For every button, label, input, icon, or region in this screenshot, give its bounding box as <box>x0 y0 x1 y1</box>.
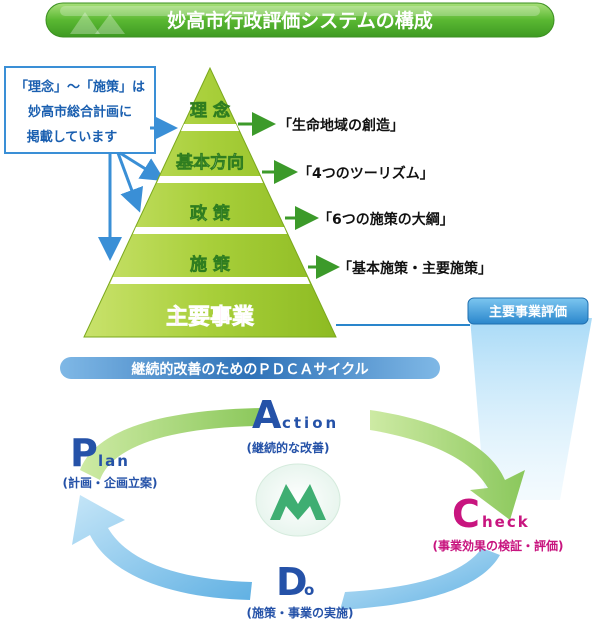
desc-kihon-houkou: 「4つのツーリズム」 <box>298 165 434 182</box>
level-label-kihon-houkou: 基本方向 <box>175 152 244 173</box>
do-word: o <box>304 581 314 599</box>
pdca-banner-text: 継続的改善のためのＰＤＣＡサイクル <box>131 361 368 378</box>
level-label-rinen: 理 念 <box>190 100 230 121</box>
note-line-3: 掲載しています <box>27 129 118 145</box>
level-descriptions: 「生命地域の創造」 「4つのツーリズム」 「6つの施策の大綱」 「基本施策・主要… <box>278 117 492 277</box>
cycle-arrow-top-left <box>80 408 260 480</box>
do-sub: (施策・事業の実施) <box>247 605 354 620</box>
cycle-arrow-bottom-right <box>340 548 500 610</box>
base-label-shuyou-jigyou: 主要事業 <box>166 304 255 330</box>
evaluation-beam <box>470 318 592 500</box>
note-arrows <box>98 116 178 261</box>
title-banner: 妙高市行政評価システムの構成 <box>45 2 555 38</box>
pyramid: 理 念 基本方向 政 策 施 策 主要事業 <box>83 66 337 338</box>
note-box: 「理念」～「施策」は 妙高市総合計画に 掲載しています <box>4 66 156 154</box>
pdca-check: C heck (事業効果の検証・評価) <box>433 492 564 553</box>
myoko-mountain-logo <box>255 463 341 537</box>
action-sub: (継続的な改善) <box>247 440 330 455</box>
note-line-2: 妙高市総合計画に <box>28 104 132 120</box>
do-letter: D <box>276 560 308 604</box>
pdca-banner: 継続的改善のためのＰＤＣＡサイクル <box>60 357 440 379</box>
action-letter: A <box>252 393 282 437</box>
pdca-action: A ction (継続的な改善) <box>247 393 339 455</box>
desc-seisaku: 「6つの施策の大綱」 <box>318 211 454 228</box>
check-letter: C <box>452 492 480 536</box>
desc-shisaku: 「基本施策・主要施策」 <box>338 260 492 277</box>
cycle-arrow-top-right <box>370 410 525 520</box>
arrow-to-kihon <box>119 151 166 182</box>
plan-letter: P <box>70 431 98 475</box>
action-word: ction <box>282 414 339 432</box>
pdca-do: D o (施策・事業の実施) <box>247 560 354 620</box>
mountain-icon <box>70 12 100 34</box>
plan-word: lan <box>98 452 130 470</box>
check-sub: (事業効果の検証・評価) <box>433 538 564 553</box>
note-line-1: 「理念」～「施策」は <box>15 79 145 95</box>
desc-rinen: 「生命地域の創造」 <box>278 117 404 134</box>
pdca-plan: P lan (計画・企画立案) <box>63 431 158 490</box>
level-label-seisaku: 政 策 <box>190 203 231 224</box>
plan-sub: (計画・企画立案) <box>63 475 158 490</box>
level-arrows <box>238 112 340 279</box>
mountain-logo-icon <box>270 484 326 520</box>
arrow-to-seisaku <box>116 152 144 213</box>
level-label-shisaku: 施 策 <box>190 254 231 275</box>
page-title: 妙高市行政評価システムの構成 <box>167 9 432 32</box>
check-word: heck <box>482 513 530 531</box>
cycle-arrow-bottom-left <box>72 495 252 600</box>
mountain-icon <box>95 14 125 34</box>
pdca-cycle <box>72 408 525 610</box>
evaluation-label: 主要事業評価 <box>489 304 567 320</box>
evaluation-badge: 主要事業評価 <box>467 297 589 325</box>
